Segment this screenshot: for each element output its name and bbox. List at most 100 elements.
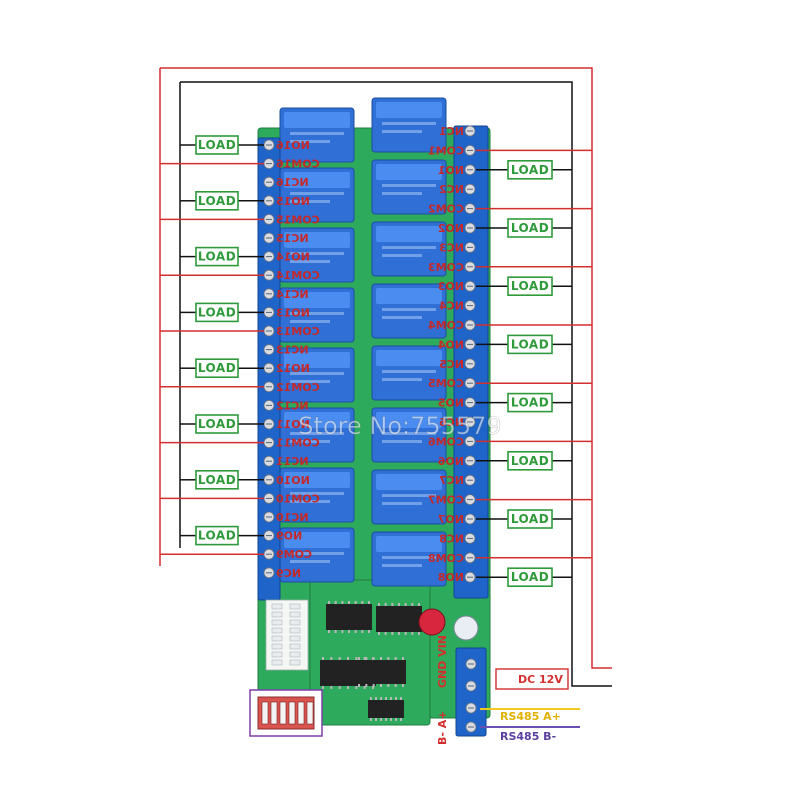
power-label-box xyxy=(495,668,569,690)
ic-chip xyxy=(376,603,422,635)
left-terminal-block xyxy=(257,137,281,601)
svg-text:LOAD: LOAD xyxy=(511,337,549,351)
pin-label: NO10 xyxy=(276,474,310,487)
terminal-screw xyxy=(263,567,275,579)
terminal-screw xyxy=(464,241,476,253)
terminal-screw xyxy=(464,222,476,234)
pin-label: NO12 xyxy=(276,362,310,375)
load-box: LOAD xyxy=(195,414,239,434)
status-led xyxy=(289,627,301,634)
load-box: LOAD xyxy=(195,358,239,379)
load-box: LOAD xyxy=(507,160,553,180)
terminal-screw xyxy=(464,280,476,292)
dip-key xyxy=(306,701,314,725)
status-led xyxy=(289,603,301,610)
load-box: LOAD xyxy=(507,392,553,413)
terminal-screw xyxy=(464,513,476,525)
watermark: Store No:755579 xyxy=(298,412,501,440)
svg-text:LOAD: LOAD xyxy=(511,570,549,584)
pin-label: COM2 xyxy=(428,203,464,216)
status-led xyxy=(289,643,301,650)
pin-label: COM12 xyxy=(276,381,320,394)
svg-text:LOAD: LOAD xyxy=(511,279,549,293)
rs485-pins-label: B- A+ xyxy=(436,710,449,745)
terminal-screw xyxy=(464,164,476,176)
pin-labels: NO16COM16NC16NO15COM15NC15NO14COM14NC14N… xyxy=(276,125,464,584)
pin-label: COM14 xyxy=(276,269,320,282)
pin-label: NC13 xyxy=(276,344,309,357)
status-led xyxy=(289,651,301,658)
right-relay-column xyxy=(371,97,447,587)
status-led xyxy=(271,611,283,618)
pin-label: NC6 xyxy=(439,416,464,429)
status-led xyxy=(271,635,283,642)
relay-board xyxy=(249,97,491,737)
terminal-screw xyxy=(464,533,476,544)
leds xyxy=(265,599,309,671)
terminal-screw xyxy=(464,203,476,215)
terminal-screw xyxy=(263,381,275,393)
pin-label: NC16 xyxy=(276,176,309,189)
load-wiring: LOAD LOAD LOAD LOAD LOAD LOAD LOAD LOAD LOAD LOAD… xyxy=(160,135,592,588)
pin-label: COM3 xyxy=(428,261,464,274)
terminal-screw xyxy=(263,158,275,170)
pin-label: NO14 xyxy=(276,251,310,264)
terminal-screw xyxy=(464,552,476,564)
pin-label: NC14 xyxy=(276,288,309,301)
pin-label: NO4 xyxy=(437,338,464,351)
pin-label: NC2 xyxy=(439,183,464,196)
svg-text:LOAD: LOAD xyxy=(511,454,549,468)
load-box: LOAD xyxy=(195,525,239,546)
svg-text:LOAD: LOAD xyxy=(198,417,236,431)
pin-label: COM7 xyxy=(428,494,464,507)
power-label: DC 12V xyxy=(518,673,563,686)
left-relay-column xyxy=(279,107,355,583)
svg-text:LOAD: LOAD xyxy=(198,361,236,375)
terminal-screw xyxy=(263,437,275,449)
power-pins-label: GND VIN xyxy=(436,635,449,688)
load-box: LOAD xyxy=(507,567,553,588)
relay xyxy=(279,107,355,163)
terminal-screw xyxy=(263,455,275,467)
terminal-screw xyxy=(263,306,275,318)
electrolytic-capacitor xyxy=(418,608,479,641)
relay xyxy=(371,221,447,277)
pin-label: NO2 xyxy=(438,222,464,235)
terminal-screw xyxy=(465,680,477,692)
pin-label: NO9 xyxy=(276,530,302,543)
terminal-screw xyxy=(263,418,275,430)
pin-label: NO13 xyxy=(276,306,310,319)
terminal-screw xyxy=(464,338,476,350)
power-labels: DC 12V GND VIN B- A+ RS485 A+ RS485 B- xyxy=(436,635,580,745)
pin-label: NO3 xyxy=(438,280,464,293)
terminal-screw xyxy=(464,300,476,312)
pin-label: NO16 xyxy=(276,139,310,152)
pin-label: NC3 xyxy=(439,241,464,254)
relay xyxy=(371,97,447,153)
terminal-screw xyxy=(464,319,476,331)
pin-label: NC10 xyxy=(276,511,309,524)
pin-label: NO11 xyxy=(276,418,310,431)
terminal-screw xyxy=(263,288,275,300)
terminal-screw xyxy=(464,125,476,137)
ic-chip xyxy=(356,657,406,687)
terminal-screw xyxy=(464,435,476,447)
pin-label: NO5 xyxy=(438,397,464,410)
pin-label: NO1 xyxy=(438,164,464,177)
load-box: LOAD xyxy=(507,509,553,529)
terminal-screw xyxy=(464,377,476,389)
dip-key xyxy=(270,701,278,725)
pin-label: COM9 xyxy=(276,548,312,561)
pin-label: COM11 xyxy=(276,437,320,450)
pin-label: COM13 xyxy=(276,325,320,338)
pin-label: COM1 xyxy=(428,144,464,157)
load-box: LOAD xyxy=(195,246,239,267)
terminal-screw xyxy=(263,139,275,151)
pin-label: NO15 xyxy=(276,195,310,208)
terminal-screw xyxy=(465,702,477,714)
terminal-screw xyxy=(263,269,275,281)
terminal-screw xyxy=(263,492,275,504)
pin-label: NC9 xyxy=(276,567,301,580)
dip-switch xyxy=(249,689,323,737)
